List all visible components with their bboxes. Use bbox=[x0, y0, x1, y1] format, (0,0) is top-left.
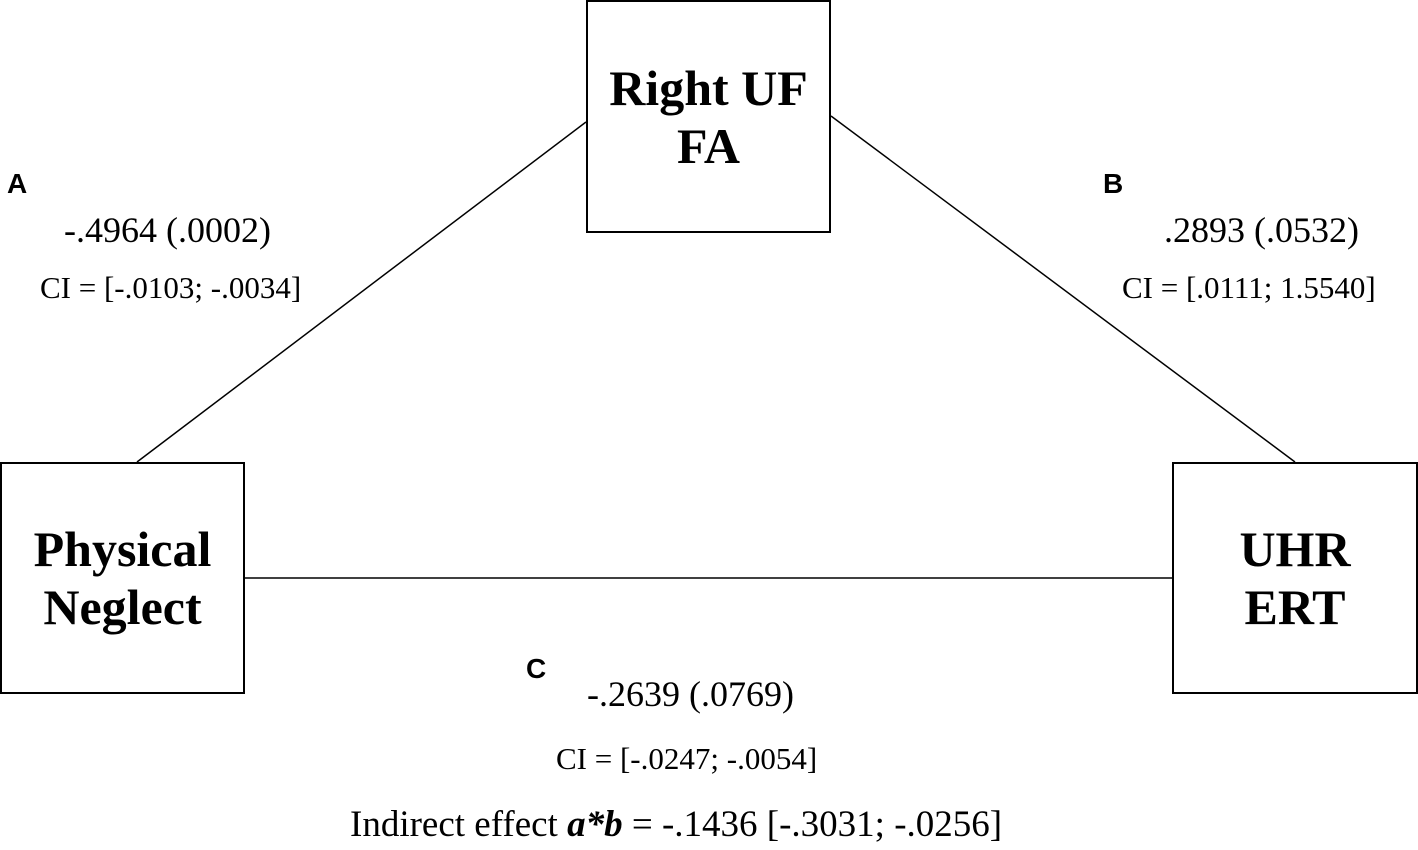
path-b-ci: CI = [.0111; 1.5540] bbox=[1122, 270, 1376, 305]
path-a-letter: A bbox=[7, 168, 28, 199]
path-c-ci: CI = [-.0247; -.0054] bbox=[556, 741, 818, 776]
indirect-effect-term: a*b bbox=[567, 804, 623, 845]
predictor-node-physical-neglect: Physical Neglect bbox=[0, 462, 245, 694]
path-b-line bbox=[830, 115, 1296, 463]
outcome-label-line1: UHR bbox=[1239, 521, 1351, 577]
path-c-letter: C bbox=[526, 653, 547, 684]
path-c-coefficient: -.2639 (.0769) bbox=[587, 674, 794, 714]
outcome-label-line2: ERT bbox=[1244, 579, 1346, 635]
mediator-label-line2: FA bbox=[677, 117, 740, 174]
path-a-coefficient: -.4964 (.0002) bbox=[64, 210, 271, 250]
path-a-ci: CI = [-.0103; -.0034] bbox=[40, 270, 302, 305]
path-a-line bbox=[136, 121, 587, 463]
outcome-node-uhr-ert: UHR ERT bbox=[1172, 462, 1418, 694]
predictor-label-line2: Neglect bbox=[43, 579, 202, 635]
indirect-effect-text: Indirect effect a*b = -.1436 [-.3031; -.… bbox=[350, 804, 1002, 846]
path-b-coefficient: .2893 (.0532) bbox=[1164, 210, 1359, 250]
path-b-letter: B bbox=[1103, 168, 1124, 199]
indirect-effect-value: = -.1436 [-.3031; -.0256] bbox=[622, 804, 1003, 845]
mediator-label-line1: Right UF bbox=[609, 59, 808, 116]
predictor-label-line1: Physical bbox=[33, 521, 212, 577]
mediator-node-right-uf-fa: Right UF FA bbox=[586, 0, 831, 233]
indirect-effect-prefix: Indirect effect bbox=[350, 804, 568, 845]
